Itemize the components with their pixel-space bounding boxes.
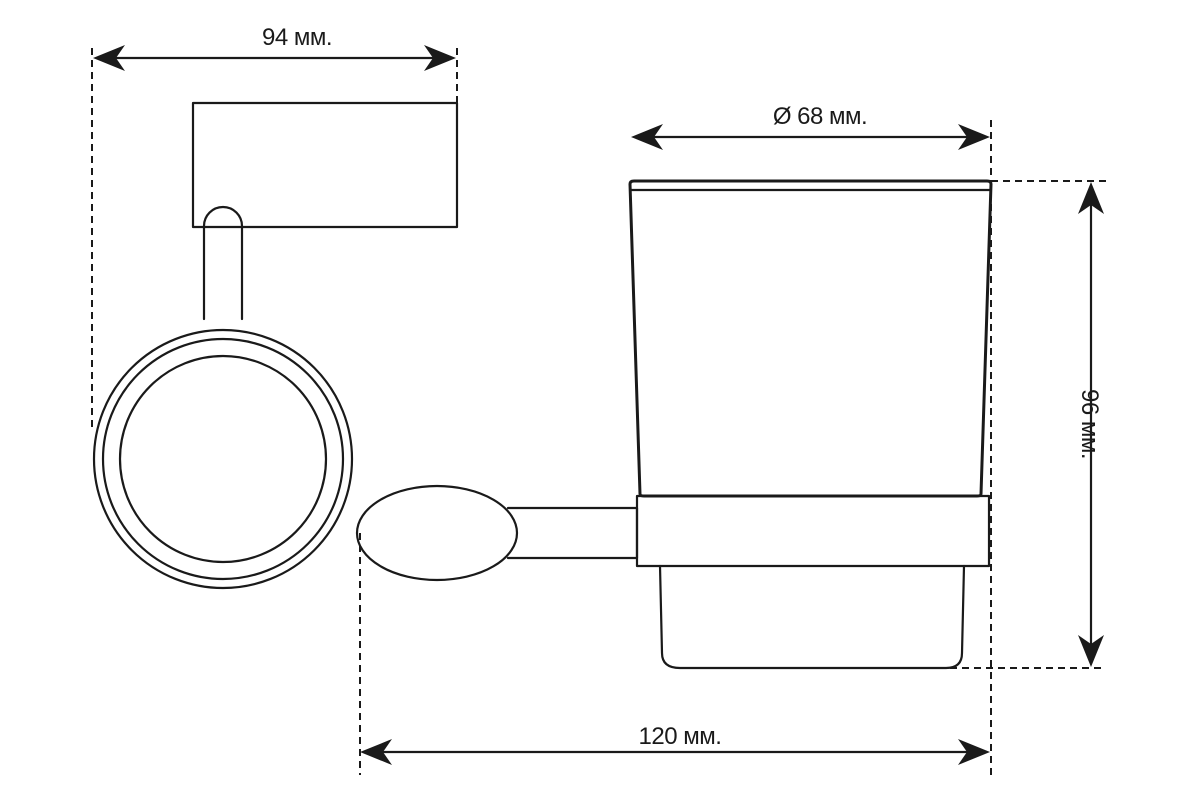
extension-lines xyxy=(91,48,1106,775)
cup-bottom xyxy=(658,564,966,670)
holder-stem xyxy=(202,205,244,321)
cup-height-label: 96 мм. xyxy=(1076,389,1103,459)
cup-holder-band xyxy=(635,494,991,568)
total-length-label: 120 мм. xyxy=(639,723,722,750)
holder-arm xyxy=(506,506,639,560)
wall-knob xyxy=(355,484,519,582)
dimension-bracket-width: 94 мм. xyxy=(93,24,456,71)
cup-body xyxy=(628,179,993,498)
ring-inner xyxy=(118,354,328,564)
wall-mount-plate xyxy=(191,101,459,229)
front-view-cup xyxy=(355,179,993,670)
dimension-total-length: 120 мм. xyxy=(360,723,990,765)
ring-outer xyxy=(92,328,354,590)
side-view-holder xyxy=(92,101,459,590)
dimension-cup-diameter: Ø 68 мм. xyxy=(631,103,990,150)
cup-diameter-label: Ø 68 мм. xyxy=(773,103,867,130)
bracket-width-label: 94 мм. xyxy=(262,24,332,51)
ring-middle xyxy=(101,337,345,581)
dimension-cup-height: 96 мм. xyxy=(1076,182,1104,667)
